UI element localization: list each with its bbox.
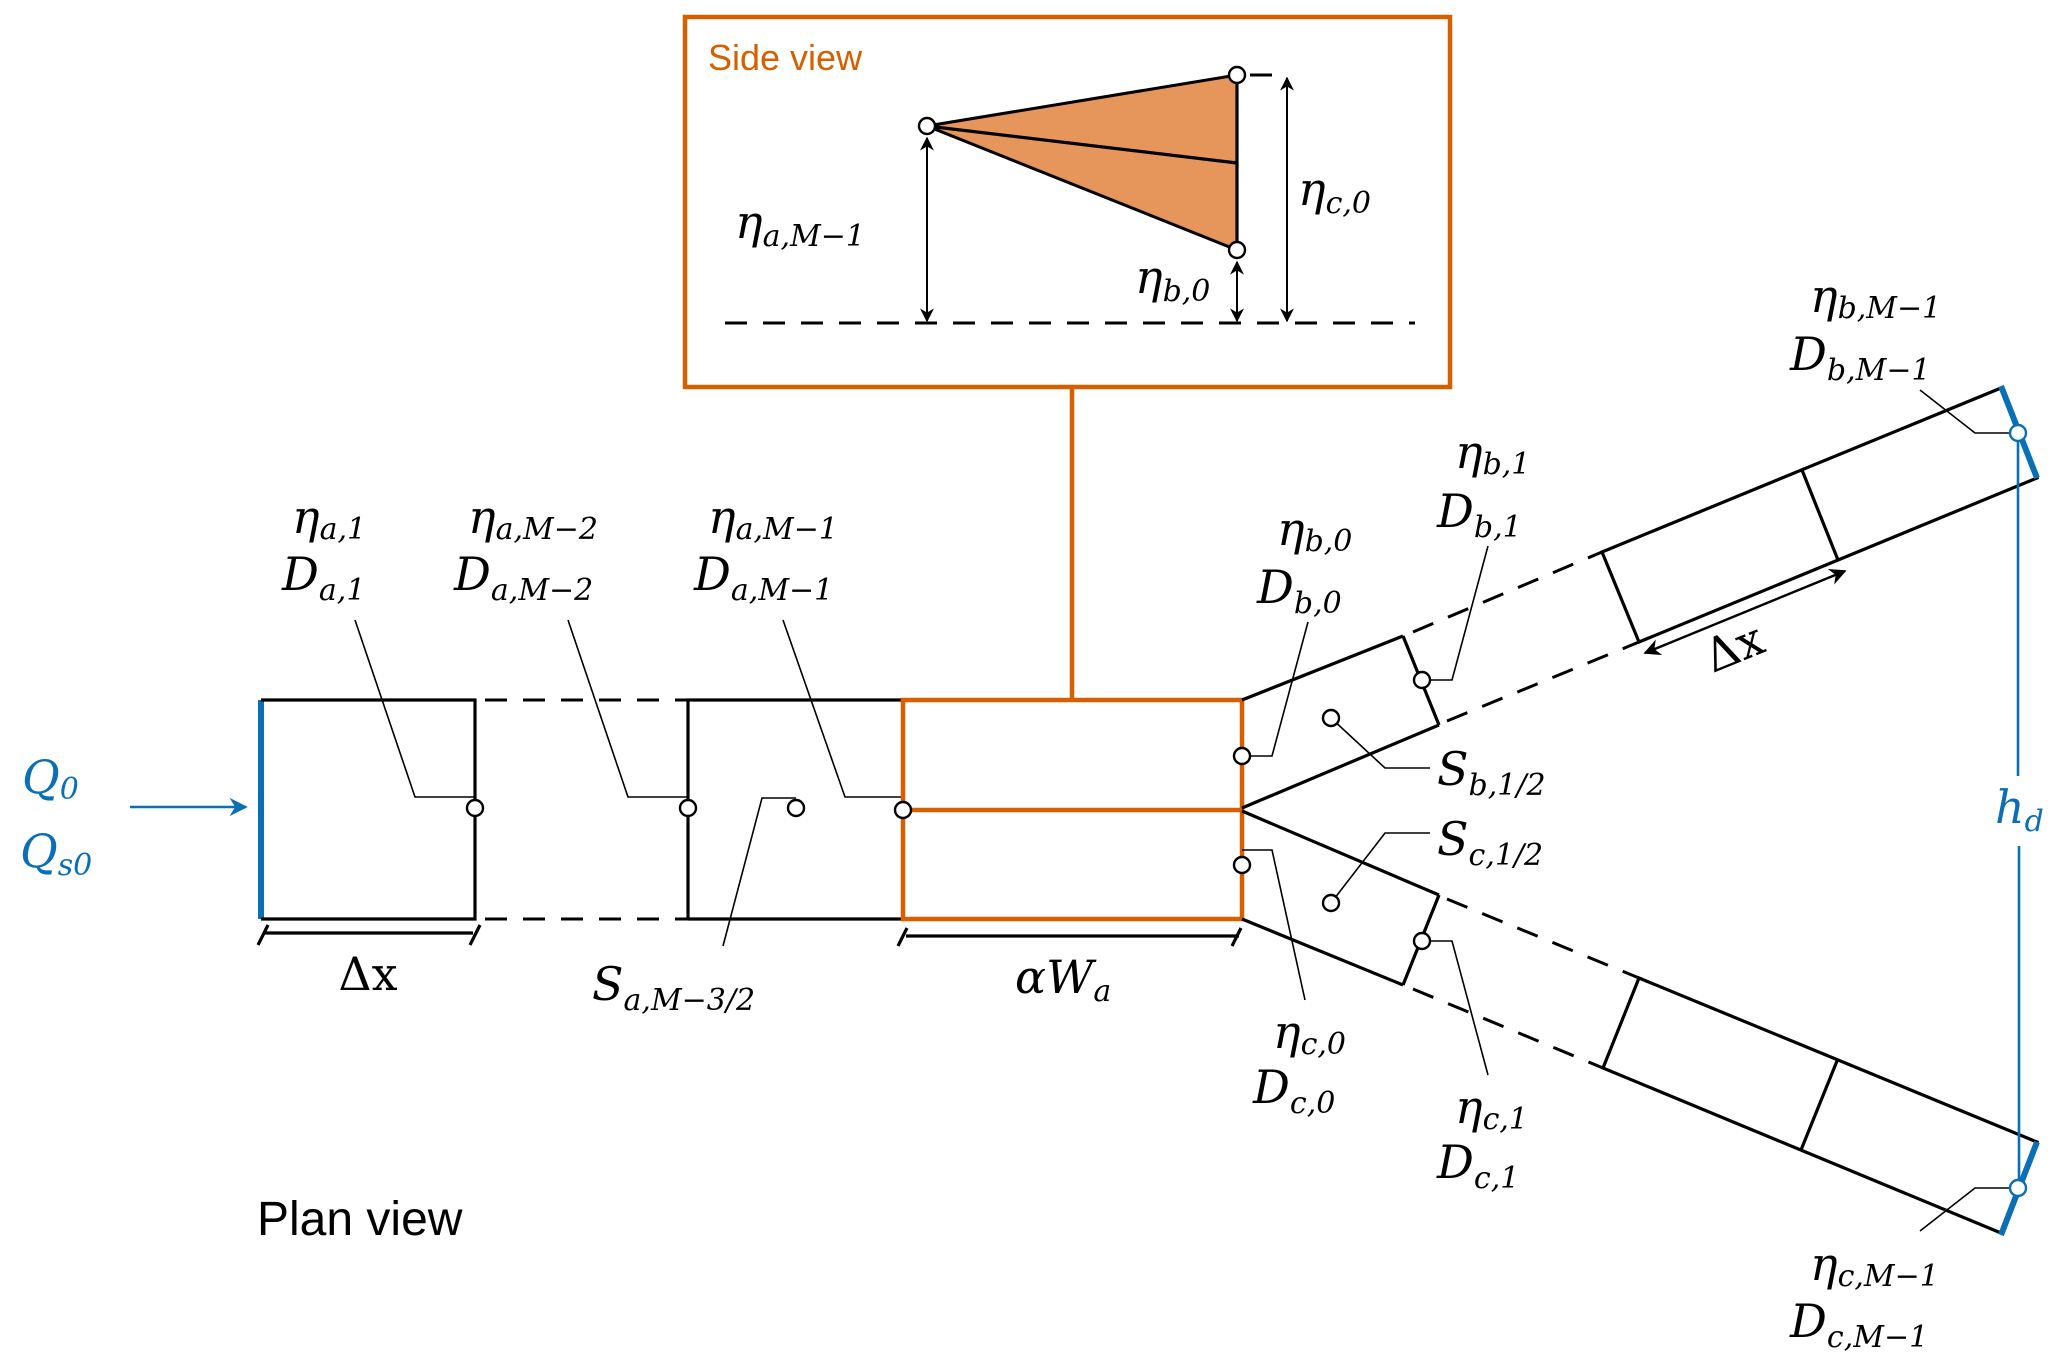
svg-text:ηa,1: ηa,1 xyxy=(292,490,366,547)
slope-label-b: Sb,1/2 xyxy=(1437,742,1546,803)
slope-label-a: Sa,M−3/2 xyxy=(592,957,755,1018)
cell-a-M-2 xyxy=(686,698,903,919)
label-a-1: ηa,1 Da,1 xyxy=(281,490,366,608)
label-b-end: ηb,M−1 Db,M−1 xyxy=(1789,269,1941,388)
cell-c-end-divider xyxy=(1799,1060,1839,1151)
node-c-start xyxy=(1227,65,1247,85)
branch-b: Δx ηb,0 Db,0 ηb,1 Db,1 ηb,M−1 Db,M−1 Sb,… xyxy=(1232,269,2040,810)
leader-c-end xyxy=(1919,1187,2018,1232)
node-c-end xyxy=(2008,1178,2028,1198)
bifurcation-cell: αWa xyxy=(893,697,1245,1009)
label-b-0: ηb,0 Db,0 xyxy=(1256,502,1352,621)
svg-text:ηa,M−2: ηa,M−2 xyxy=(468,490,598,547)
leader-a-M-1 xyxy=(782,619,903,798)
wedge-centerline xyxy=(926,124,1238,165)
branch-c-gap-top xyxy=(1446,897,1640,980)
node-b-0 xyxy=(1232,746,1252,766)
side-label-eta-c: ηc,0 xyxy=(1298,162,1371,221)
inflow-q0-label: Q0 xyxy=(22,750,79,807)
branch-b-gap-bottom xyxy=(1446,640,1640,723)
branch-c-bottom-edge xyxy=(1241,917,1404,987)
svg-text:Db,1: Db,1 xyxy=(1436,484,1522,545)
node-b-end xyxy=(2008,423,2028,443)
leader-b-end xyxy=(1919,389,2018,434)
node-slope-c xyxy=(1321,893,1341,913)
dx-dimension-b xyxy=(1643,568,1847,656)
svg-text:ηc,0: ηc,0 xyxy=(1273,1005,1346,1062)
side-view-frame xyxy=(682,14,1453,390)
dx-label-a: Δx xyxy=(338,947,397,1001)
svg-text:ηb,M−1: ηb,M−1 xyxy=(1810,269,1941,326)
node-slope-a xyxy=(786,798,806,818)
side-label-eta-b: ηb,0 xyxy=(1135,250,1210,309)
branch-c: ηc,0 Dc,0 ηc,1 Dc,1 ηc,M−1 Dc,M−1 Sc,1/2 xyxy=(1232,809,2040,1355)
svg-text:Dc,0: Dc,0 xyxy=(1252,1060,1335,1121)
node-b-start xyxy=(1227,240,1247,260)
svg-text:ηc,M−1: ηc,M−1 xyxy=(1810,1237,1939,1294)
svg-text:ηa,M−1: ηa,M−1 xyxy=(708,490,838,547)
label-c-0: ηc,0 Dc,0 xyxy=(1252,1005,1346,1121)
leader-slope-b xyxy=(1330,717,1430,769)
label-c-end: ηc,M−1 Dc,M−1 xyxy=(1789,1237,1939,1355)
label-b-1: ηb,1 Db,1 xyxy=(1436,425,1530,545)
leader-b-0 xyxy=(1242,621,1309,757)
alpha-w-label: αWa xyxy=(1015,950,1111,1009)
node-b-1 xyxy=(1412,670,1432,690)
svg-text:Dc,1: Dc,1 xyxy=(1436,1135,1519,1196)
leader-a-1 xyxy=(354,619,475,798)
node-a-end xyxy=(917,116,937,136)
dx-tick-right xyxy=(468,924,482,946)
svg-text:Dc,M−1: Dc,M−1 xyxy=(1789,1294,1928,1355)
svg-text:Da,M−2: Da,M−2 xyxy=(453,547,593,608)
leader-c-1 xyxy=(1422,940,1489,1076)
branch-c-top-edge xyxy=(1241,809,1440,897)
alpha-w-tick-right xyxy=(1230,927,1243,947)
branch-c-gap-bottom xyxy=(1412,987,1604,1070)
branch-b-bottom-edge xyxy=(1241,723,1440,810)
svg-text:ηc,1: ηc,1 xyxy=(1455,1080,1528,1137)
leader-c-0 xyxy=(1242,849,1306,1001)
plan-view-title: Plan view xyxy=(257,1193,463,1246)
side-view-panel: Side view ηa,M−1 ηb,0 ηc,0 xyxy=(682,14,1453,390)
downstream-head: hd xyxy=(1995,441,2044,1180)
node-c-1 xyxy=(1412,931,1432,951)
inflow-qs0-label: Qs0 xyxy=(20,824,92,883)
branch-b-top-edge xyxy=(1241,634,1404,702)
leader-slope-c xyxy=(1330,832,1430,904)
node-a-M-1 xyxy=(893,800,913,820)
cell-a-1 xyxy=(261,698,477,921)
svg-text:Db,M−1: Db,M−1 xyxy=(1789,327,1931,388)
label-c-1: ηc,1 Dc,1 xyxy=(1436,1080,1528,1196)
label-a-M-1: ηa,M−1 Da,M−1 xyxy=(693,490,838,608)
dx-tick-left xyxy=(256,924,270,946)
alpha-w-tick-left xyxy=(896,927,909,947)
bifurcation-wedge xyxy=(921,73,1239,253)
svg-text:Da,1: Da,1 xyxy=(281,547,365,608)
svg-text:ηb,0: ηb,0 xyxy=(1277,502,1352,559)
branch-b-gap-top xyxy=(1412,550,1603,634)
label-a-M-2: ηa,M−2 Da,M−2 xyxy=(453,490,598,608)
leader-slope-a xyxy=(722,797,796,947)
node-a-1 xyxy=(465,798,485,818)
dx-label-b: Δx xyxy=(1696,611,1771,683)
svg-text:Db,0: Db,0 xyxy=(1256,560,1342,621)
hd-label: hd xyxy=(1995,780,2044,839)
node-slope-b xyxy=(1321,708,1341,728)
node-c-0 xyxy=(1232,855,1252,875)
leader-a-M-2 xyxy=(567,619,688,798)
branch-a: Q0 Qs0 Δx ηa,1 Da,1 ηa,M−2 Da,M−2 xyxy=(20,490,903,1018)
side-label-eta-a: ηa,M−1 xyxy=(735,195,865,254)
side-view-title: Side view xyxy=(708,37,863,78)
svg-text:Da,M−1: Da,M−1 xyxy=(693,547,833,608)
node-a-M-2 xyxy=(678,798,698,818)
svg-text:ηb,1: ηb,1 xyxy=(1455,425,1530,482)
leader-b-1 xyxy=(1422,545,1489,681)
cell-b-end-divider xyxy=(1800,469,1840,561)
slope-label-c: Sc,1/2 xyxy=(1437,812,1543,873)
